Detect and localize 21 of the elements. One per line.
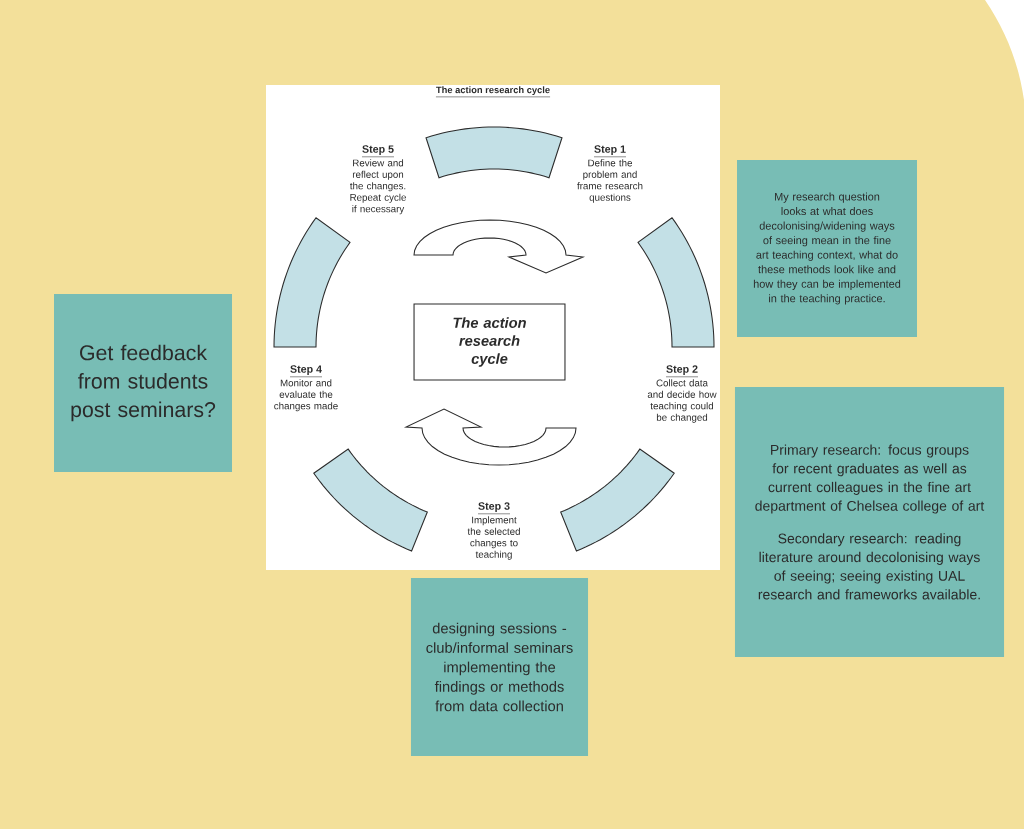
step-description: Implement the selected changes to teaching: [467, 516, 520, 560]
curved-arrow: [403, 408, 577, 466]
curved-arrow: [413, 219, 586, 274]
step-heading: Step 5: [361, 145, 395, 158]
step-description: Define the problem and frame research questions: [577, 159, 643, 203]
step-heading: Step 2: [665, 365, 699, 378]
sticky-note: My research question looks at what does decolonising/widening ways of seeing mean in the fine art teaching context, what do these methods look like and how they can be implemented in the teaching practice.: [737, 159, 917, 338]
arc-segment: [425, 126, 563, 179]
arc-segment: [313, 448, 429, 552]
arc-segment: [637, 216, 715, 348]
step-heading: Step 1: [593, 145, 627, 158]
sticky-note: Get feedback from students post seminars?: [54, 294, 232, 472]
arc-segment: [560, 448, 675, 552]
center-box: The action research cycle: [413, 303, 566, 381]
step-description: Collect data and decide how teaching could be changed: [647, 379, 717, 423]
sticky-note: designing sessions - club/informal seminars implementing the findings or methods from data collection: [410, 578, 589, 756]
sticky-note: Primary research: focus groups for recent graduates as well as current colleagues in the fine art department of Chelsea college of art Secondary research: reading literature around decolonising ways of seeing; seeing existing UAL research and frameworks available.: [734, 387, 1005, 657]
step-heading: Step 3: [477, 502, 511, 515]
step-heading: Step 4: [289, 365, 323, 378]
step-description: Monitor and evaluate the changes made: [274, 379, 338, 412]
step-description: Review and reflect upon the changes. Repeat cycle if necessary: [350, 159, 406, 215]
